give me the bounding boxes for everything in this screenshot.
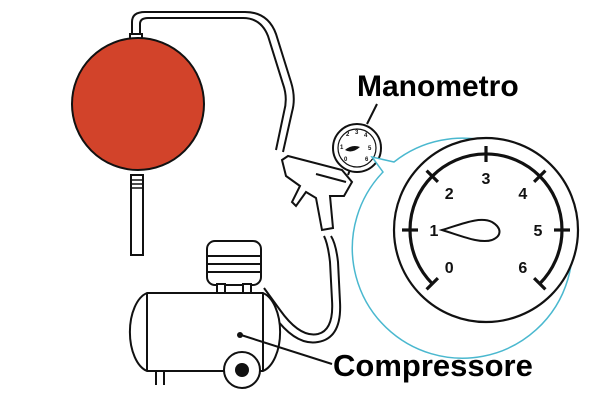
hose-bottom (261, 235, 342, 344)
svg-text:0: 0 (344, 157, 348, 163)
gauge-tick (532, 169, 547, 184)
gauge-tick-label: 5 (534, 223, 543, 240)
svg-text:5: 5 (368, 146, 372, 152)
gauge-tick (425, 276, 440, 291)
svg-text:1: 1 (340, 145, 344, 151)
compressor-pointer (240, 334, 333, 365)
gauge-tick-label: 6 (518, 260, 527, 277)
hose-top (131, 11, 295, 153)
small-manometer: 2 3 4 1 5 0 6 (332, 123, 382, 176)
manometer-pointer (366, 103, 378, 125)
svg-text:4: 4 (364, 133, 368, 139)
gauge-tick-label: 4 (518, 186, 527, 203)
gauge-tick (425, 169, 440, 184)
gauge-tick-label: 2 (445, 186, 454, 203)
compressor (128, 240, 282, 389)
air-gun (280, 154, 354, 232)
svg-text:2: 2 (346, 132, 350, 138)
small-manometer-needle (345, 146, 360, 152)
svg-text:6: 6 (365, 157, 369, 163)
gauge-tick-label: 1 (430, 223, 439, 240)
gauge-tick-label: 0 (445, 260, 454, 277)
balloon (71, 37, 205, 171)
gauge-tick (532, 276, 547, 291)
gauge-needle (438, 218, 501, 242)
manometer-label: Manometro (357, 70, 519, 103)
gauge-tick-label: 3 (482, 171, 491, 188)
gauge-large: 0 1 2 3 4 5 6 (392, 136, 580, 324)
svg-text:3: 3 (355, 130, 359, 136)
balloon-stick (130, 174, 144, 256)
